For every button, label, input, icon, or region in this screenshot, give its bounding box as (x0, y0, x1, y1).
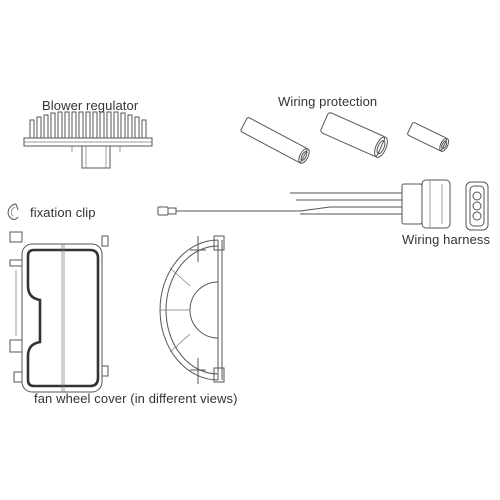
wiring-harness-drawing (157, 179, 489, 231)
blower-regulator-drawing (23, 111, 153, 169)
blower-regulator-label: Blower regulator (42, 98, 139, 113)
fan-wheel-cover-side-view (9, 231, 109, 393)
fan-wheel-cover-front-view (159, 235, 225, 384)
wiring-protection-drawing (240, 112, 450, 164)
fixation-clip-drawing (7, 203, 19, 220)
fan-wheel-cover-label: fan wheel cover (in different views) (34, 391, 238, 406)
wiring-protection-label: Wiring protection (278, 94, 378, 109)
fixation-clip-label: fixation clip (30, 205, 96, 220)
wiring-harness-label: Wiring harness (402, 232, 491, 247)
